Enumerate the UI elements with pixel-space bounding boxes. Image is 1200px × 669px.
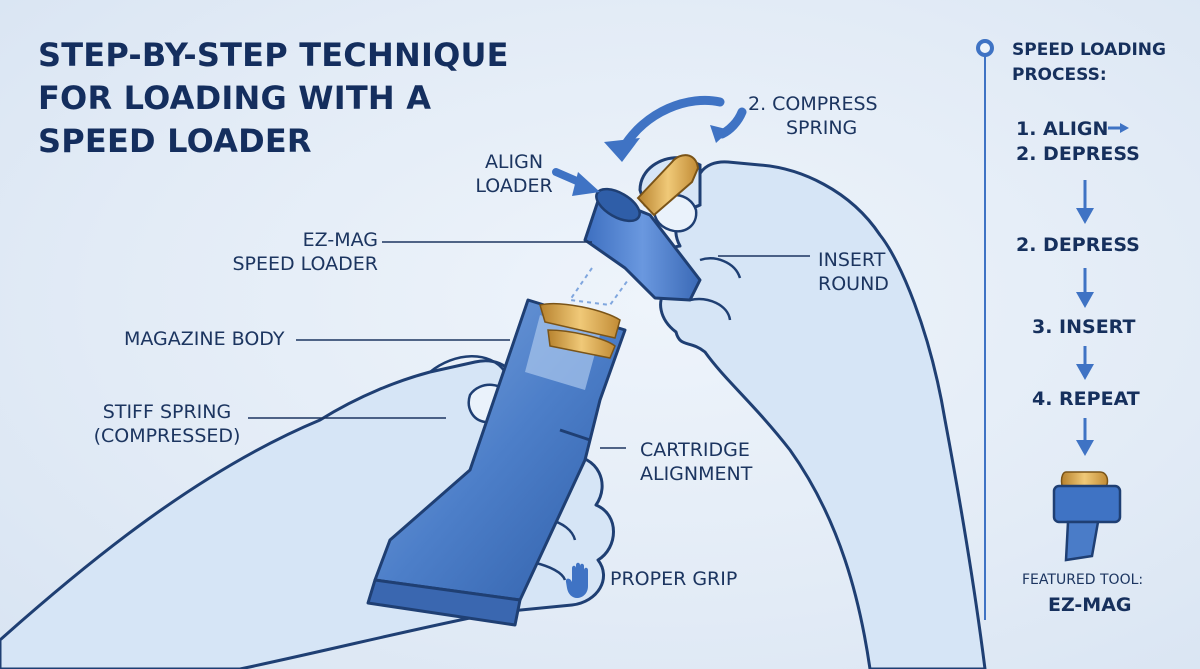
ez-mag-tool-illustration bbox=[1052, 471, 1122, 562]
process-step: 1. ALIGN bbox=[1016, 118, 1109, 140]
right-arrow-icon bbox=[1108, 123, 1129, 133]
process-step: 2. DEPRESS bbox=[1016, 143, 1140, 165]
speed-loader-label: EZ-MAG SPEED LOADER bbox=[232, 229, 378, 275]
down-arrow-icon bbox=[1076, 418, 1094, 456]
panel-title: SPEED LOADING PROCESS: bbox=[1012, 40, 1166, 85]
stiff-spring-label: STIFF SPRING (COMPRESSED) bbox=[93, 401, 241, 447]
hand-icon bbox=[565, 562, 588, 598]
title-line: STEP-BY-STEP TECHNIQUE bbox=[38, 36, 509, 74]
featured-tool-name: EZ-MAG bbox=[1048, 594, 1132, 616]
title-line: FOR LOADING WITH A bbox=[38, 79, 432, 117]
down-arrow-icon bbox=[1076, 346, 1094, 380]
featured-tool-label: FEATURED TOOL: bbox=[1022, 572, 1144, 588]
magazine-body-label: MAGAZINE BODY bbox=[124, 328, 285, 350]
cartridge-alignment-label: CARTRIDGE ALIGNMENT bbox=[640, 439, 753, 485]
right-hand-illustration bbox=[638, 156, 987, 669]
page-title: STEP-BY-STEP TECHNIQUE FOR LOADING WITH … bbox=[38, 34, 558, 163]
insert-round-label: INSERT ROUND bbox=[818, 249, 889, 295]
timeline-node-icon bbox=[976, 39, 994, 57]
process-step: 2. DEPRESS bbox=[1016, 234, 1140, 256]
compress-spring-label: 2. COMPRESS SPRING bbox=[748, 93, 878, 139]
magazine-illustration bbox=[366, 298, 627, 627]
process-step: 3. INSERT bbox=[1032, 316, 1136, 338]
down-arrow-icons bbox=[1076, 180, 1094, 456]
speed-loader-illustration bbox=[568, 154, 702, 307]
align-loader-label: ALIGN LOADER bbox=[475, 151, 553, 197]
process-step: 4. REPEAT bbox=[1032, 388, 1140, 410]
title-line: SPEED LOADER bbox=[38, 122, 312, 160]
leader-lines bbox=[248, 241, 810, 449]
compress-arrow-icon bbox=[604, 95, 747, 162]
align-arrow-icon bbox=[552, 168, 600, 196]
timeline bbox=[976, 39, 994, 620]
down-arrow-icon bbox=[1076, 180, 1094, 224]
down-arrow-icon bbox=[1076, 268, 1094, 308]
proper-grip-label: PROPER GRIP bbox=[610, 568, 738, 590]
